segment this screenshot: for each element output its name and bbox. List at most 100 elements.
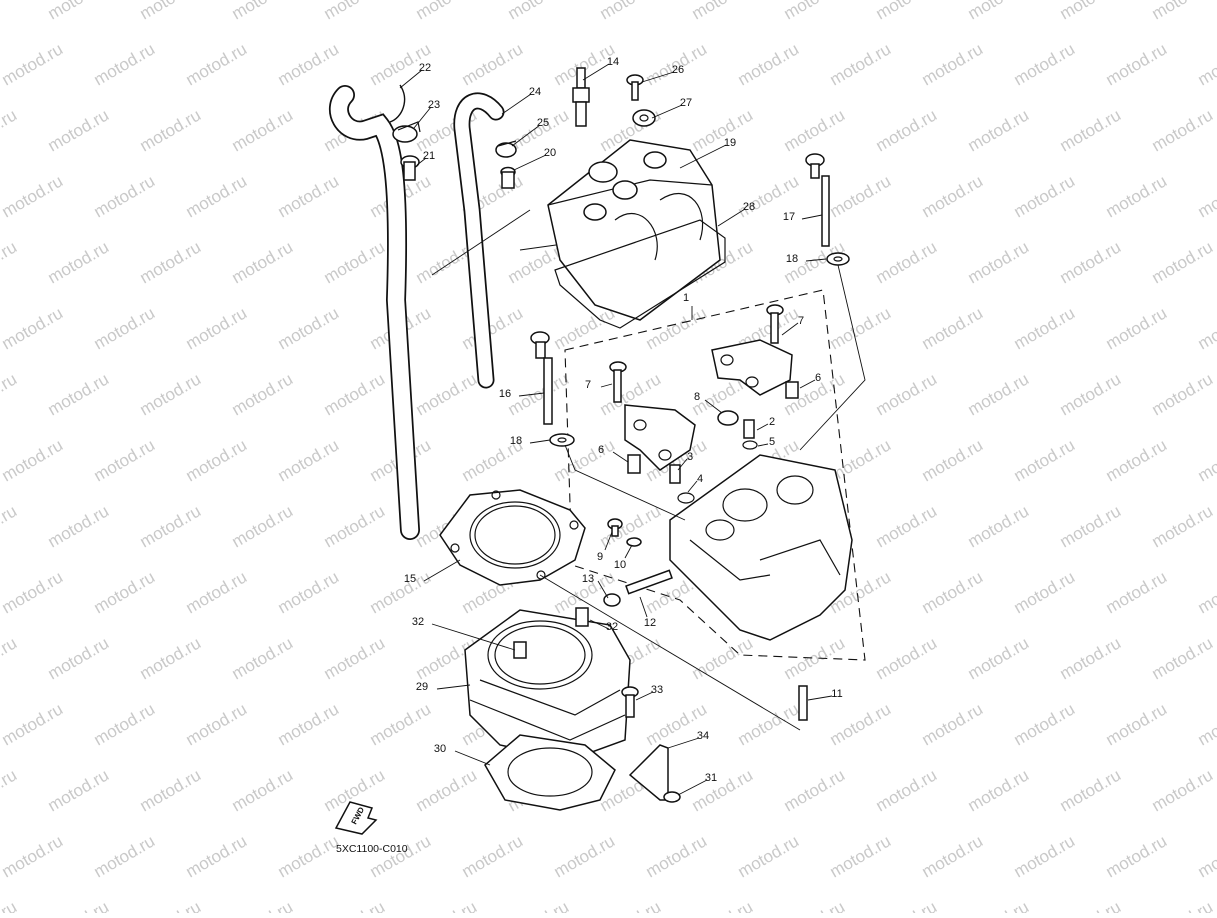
watermark-text: motod.ru: [827, 303, 895, 353]
watermark-text: motod.ru: [965, 369, 1033, 419]
callout-26: 26: [672, 64, 684, 76]
watermark-text: motod.ru: [873, 897, 941, 913]
watermark-text: motod.ru: [1103, 171, 1171, 221]
callout-30: 30: [434, 743, 446, 755]
callout-1: 1: [683, 292, 689, 304]
callout-leader-34: [668, 738, 699, 748]
oring-4: [678, 493, 694, 503]
watermark-text: motod.ru: [0, 171, 66, 221]
callout-24: 24: [529, 86, 541, 98]
watermark-text: motod.ru: [1149, 369, 1217, 419]
watermark-text: motod.ru: [0, 831, 66, 881]
watermark-text: motod.ru: [183, 303, 251, 353]
watermark-text: motod.ru: [1011, 435, 1079, 485]
callout-13: 13: [582, 573, 594, 585]
watermark-text: motod.ru: [321, 369, 389, 419]
watermark-text: motod.ru: [275, 699, 343, 749]
watermark-text: motod.ru: [0, 369, 20, 419]
callout-leader-18: [530, 440, 550, 443]
watermark-text: motod.ru: [45, 0, 113, 23]
watermark-text: motod.ru: [1149, 633, 1217, 683]
watermark-text: motod.ru: [183, 171, 251, 221]
watermark-text: motod.ru: [413, 369, 481, 419]
watermark-text: motod.ru: [689, 105, 757, 155]
watermark-text: motod.ru: [827, 831, 895, 881]
watermark-text: motod.ru: [919, 699, 987, 749]
watermark-text: motod.ru: [1011, 171, 1079, 221]
watermark-text: motod.ru: [965, 765, 1033, 815]
watermark-text: motod.ru: [137, 765, 205, 815]
watermark-text: motod.ru: [229, 897, 297, 913]
callout-18: 18: [786, 253, 798, 265]
watermark-text: motod.ru: [919, 39, 987, 89]
watermark-text: motod.ru: [0, 567, 66, 617]
watermark-text: motod.ru: [137, 105, 205, 155]
callout-20: 20: [544, 147, 556, 159]
watermark-text: motod.ru: [137, 0, 205, 23]
watermark-text: motod.ru: [873, 237, 941, 287]
callout-31: 31: [705, 772, 717, 784]
watermark-text: motod.ru: [91, 39, 159, 89]
grommet-27: [633, 110, 655, 126]
callout-leader-11: [808, 696, 832, 700]
plug-8: [718, 411, 738, 425]
watermark-text: motod.ru: [873, 105, 941, 155]
watermark-text: motod.ru: [873, 501, 941, 551]
watermark-text: motod.ru: [1149, 105, 1217, 155]
watermark-text: motod.ru: [1057, 897, 1125, 913]
callout-19: 19: [724, 137, 736, 149]
callout-3: 3: [687, 451, 693, 463]
callout-21: 21: [423, 150, 435, 162]
callout-16: 16: [499, 388, 511, 400]
watermark-text: motod.ru: [91, 699, 159, 749]
callout-2: 2: [769, 416, 775, 428]
washer-18-left: [550, 434, 574, 446]
watermark-text: motod.ru: [183, 39, 251, 89]
watermark-text: motod.ru: [0, 501, 20, 551]
watermark-text: motod.ru: [1195, 699, 1217, 749]
watermark-text: motod.ru: [413, 765, 481, 815]
callout-11: 11: [831, 688, 842, 700]
breather-hose-22: [339, 85, 410, 530]
oring-5: [743, 441, 757, 449]
callout-6: 6: [598, 444, 604, 456]
watermark-text: motod.ru: [229, 501, 297, 551]
watermark-text: motod.ru: [781, 765, 849, 815]
watermark-text: motod.ru: [45, 633, 113, 683]
watermark-text: motod.ru: [1103, 39, 1171, 89]
callout-7: 7: [798, 315, 804, 327]
watermark-text: motod.ru: [1149, 237, 1217, 287]
callout-leader-24: [502, 94, 531, 114]
watermark-text: motod.ru: [919, 171, 987, 221]
watermark-text: motod.ru: [275, 831, 343, 881]
watermark-text: motod.ru: [0, 303, 66, 353]
watermark-text: motod.ru: [505, 369, 573, 419]
callout-23: 23: [428, 99, 440, 111]
callout-leader-4: [688, 481, 697, 492]
watermark-text: motod.ru: [1103, 699, 1171, 749]
watermark-text: motod.ru: [321, 501, 389, 551]
watermark-text: motod.ru: [45, 105, 113, 155]
watermark-text: motod.ru: [689, 897, 757, 913]
watermark-text: motod.ru: [1057, 237, 1125, 287]
watermark-text: motod.ru: [0, 0, 20, 23]
watermark-text: motod.ru: [1011, 303, 1079, 353]
watermark-text: motod.ru: [183, 567, 251, 617]
watermark-text: motod.ru: [597, 0, 665, 23]
callout-leader-2: [757, 424, 768, 430]
dowel-6-left: [628, 455, 640, 473]
watermark-text: motod.ru: [459, 39, 527, 89]
watermark-text: motod.ru: [45, 897, 113, 913]
watermark-text: motod.ru: [0, 105, 20, 155]
watermark-text: motod.ru: [183, 831, 251, 881]
watermark-text: motod.ru: [137, 237, 205, 287]
watermark-text: motod.ru: [1057, 765, 1125, 815]
callout-5: 5: [769, 436, 775, 448]
callout-leader-29: [437, 685, 470, 689]
dowel-6-right: [786, 382, 798, 398]
watermark-text: motod.ru: [229, 633, 297, 683]
watermark-text: motod.ru: [1103, 831, 1171, 881]
watermark-text: motod.ru: [321, 237, 389, 287]
watermark-text: motod.ru: [1011, 699, 1079, 749]
